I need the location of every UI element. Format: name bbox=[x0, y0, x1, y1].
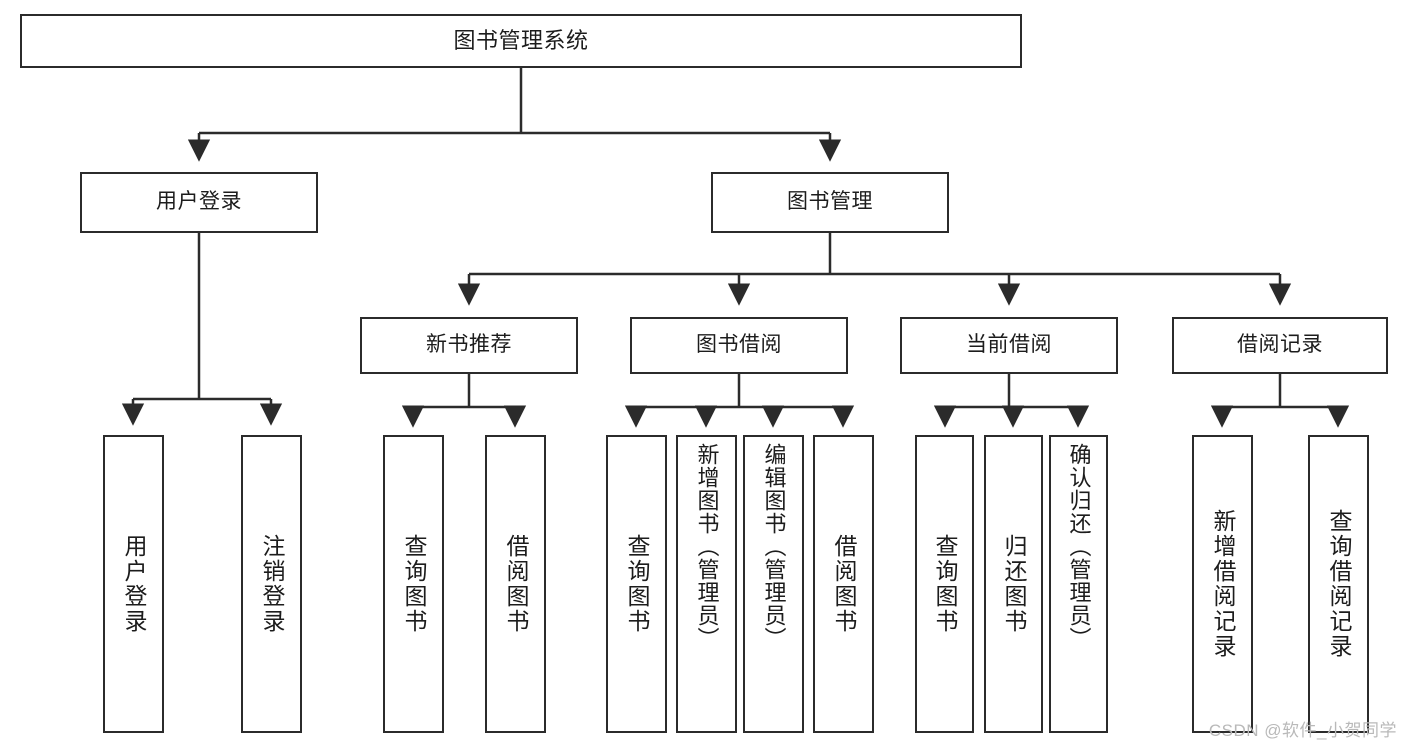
node-label: 查询图书 bbox=[624, 534, 650, 634]
node-label: 新增借阅记录 bbox=[1210, 509, 1236, 659]
node-book-borrow[interactable]: 图书借阅 bbox=[630, 317, 848, 374]
node-label: 图书借阅 bbox=[696, 333, 782, 357]
node-leaf-query-record[interactable]: 查询借阅记录 bbox=[1308, 435, 1369, 733]
node-leaf-confirm-return[interactable]: 确认归还（管理员） bbox=[1049, 435, 1108, 733]
node-leaf-borrow-book-2[interactable]: 借阅图书 bbox=[813, 435, 874, 733]
node-leaf-edit-book[interactable]: 编辑图书（管理员） bbox=[743, 435, 804, 733]
node-root-system[interactable]: 图书管理系统 bbox=[20, 14, 1022, 68]
node-new-book-recommend[interactable]: 新书推荐 bbox=[360, 317, 578, 374]
watermark-text: CSDN @软件_小贺同学 bbox=[1208, 721, 1397, 740]
node-label: 借阅图书 bbox=[503, 534, 529, 634]
node-leaf-user-login[interactable]: 用户登录 bbox=[103, 435, 164, 733]
node-leaf-query-book-2[interactable]: 查询图书 bbox=[606, 435, 667, 733]
node-label: 查询借阅记录 bbox=[1326, 509, 1352, 659]
node-label: 用户登录 bbox=[156, 190, 242, 214]
node-leaf-return-book[interactable]: 归还图书 bbox=[984, 435, 1043, 733]
node-label: 查询图书 bbox=[932, 534, 958, 634]
node-label: 注销登录 bbox=[259, 534, 285, 634]
node-current-borrow[interactable]: 当前借阅 bbox=[900, 317, 1118, 374]
node-label: 确认归还（管理员） bbox=[1066, 443, 1092, 650]
node-label: 图书管理 bbox=[787, 190, 873, 214]
node-user-login[interactable]: 用户登录 bbox=[80, 172, 318, 233]
node-label: 用户登录 bbox=[121, 534, 147, 634]
node-label: 借阅记录 bbox=[1237, 333, 1323, 357]
node-label: 查询图书 bbox=[401, 534, 427, 634]
node-leaf-borrow-book-1[interactable]: 借阅图书 bbox=[485, 435, 546, 733]
node-leaf-add-book[interactable]: 新增图书（管理员） bbox=[676, 435, 737, 733]
node-label: 新书推荐 bbox=[426, 333, 512, 357]
node-book-manage[interactable]: 图书管理 bbox=[711, 172, 949, 233]
node-leaf-query-book-1[interactable]: 查询图书 bbox=[383, 435, 444, 733]
node-label: 新增图书（管理员） bbox=[694, 443, 720, 650]
node-borrow-record[interactable]: 借阅记录 bbox=[1172, 317, 1388, 374]
node-label: 借阅图书 bbox=[831, 534, 857, 634]
node-leaf-logout-login[interactable]: 注销登录 bbox=[241, 435, 302, 733]
node-label: 归还图书 bbox=[1001, 534, 1027, 634]
node-label: 编辑图书（管理员） bbox=[761, 443, 787, 650]
node-leaf-add-record[interactable]: 新增借阅记录 bbox=[1192, 435, 1253, 733]
node-label: 当前借阅 bbox=[966, 333, 1052, 357]
node-label: 图书管理系统 bbox=[453, 28, 589, 54]
node-leaf-query-book-3[interactable]: 查询图书 bbox=[915, 435, 974, 733]
